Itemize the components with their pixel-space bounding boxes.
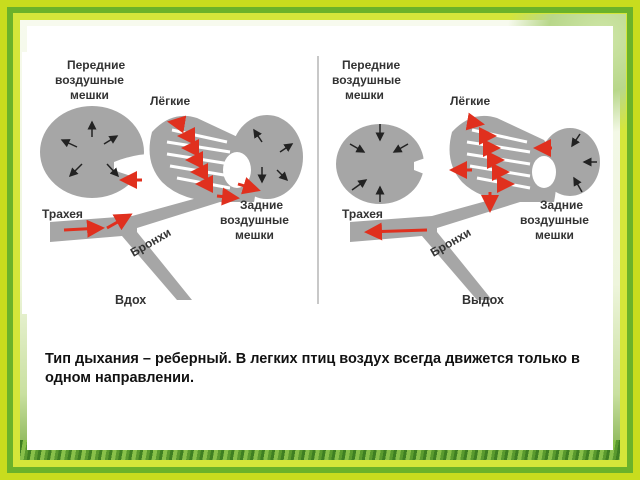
compression-arrows xyxy=(349,124,597,202)
airflow-arrows xyxy=(63,115,261,238)
label-inhale: Вдох xyxy=(115,293,146,307)
label-lungs: Лёгкие xyxy=(450,94,490,108)
label-trachea: Трахея xyxy=(342,207,383,221)
slide-caption: Тип дыхания – реберный. В легких птиц во… xyxy=(45,351,580,386)
label-lungs: Лёгкие xyxy=(150,94,190,108)
rear-sac-gap xyxy=(223,152,251,188)
rear-air-sac xyxy=(540,128,600,196)
airflow-arrows xyxy=(364,112,552,241)
label-trachea: Трахея xyxy=(42,207,83,221)
front-air-sac xyxy=(40,106,144,198)
rear-sac-gap xyxy=(532,156,556,188)
expansion-arrows xyxy=(60,120,294,184)
label-exhale: Выдох xyxy=(462,293,504,307)
